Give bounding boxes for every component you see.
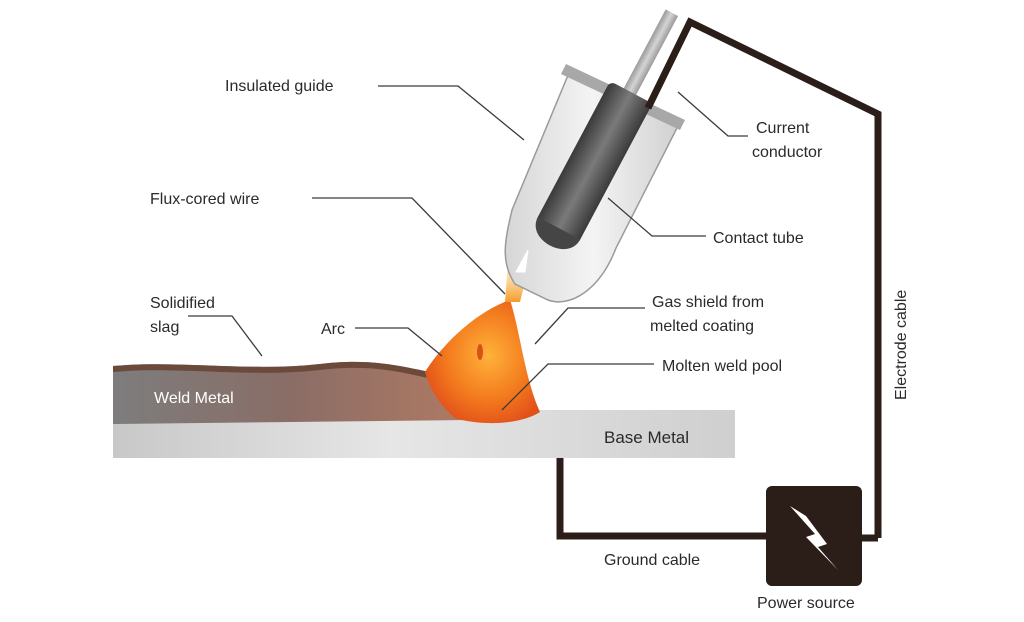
label-solidified-slag-line2: slag (150, 319, 179, 336)
leader-gas-shield (534, 307, 645, 345)
label-molten-weld-pool: Molten weld pool (662, 358, 782, 375)
label-power-source: Power source (757, 595, 855, 612)
weld-metal-bead (113, 361, 470, 424)
label-arc: Arc (321, 321, 345, 338)
label-gas-shield-line1: Gas shield from (652, 294, 764, 311)
label-solidified-slag-line1: Solidified (150, 295, 215, 312)
electrode-cable (644, 17, 882, 538)
power-source-box (766, 486, 862, 586)
arc-spark (477, 344, 483, 360)
label-gas-shield-line2: melted coating (650, 318, 754, 335)
leader-insulated-guide (378, 85, 525, 141)
label-contact-tube: Contact tube (713, 230, 804, 247)
wire-tip-arrow (515, 249, 529, 273)
label-current-conductor-line1: Current (756, 120, 810, 137)
leader-flux-cored-wire (312, 197, 506, 295)
lightning-bolt-icon (790, 506, 838, 570)
leader-solidified-slag (188, 315, 263, 357)
leader-contact-tube (607, 197, 706, 237)
leader-arc (355, 327, 443, 357)
solidified-slag-layer (113, 361, 430, 378)
label-electrode-cable: Electrode cable (893, 290, 910, 400)
label-weld-metal: Weld Metal (154, 390, 234, 407)
contact-tube (535, 83, 651, 250)
label-ground-cable: Ground cable (604, 552, 700, 569)
leader-molten-weld-pool (501, 363, 654, 411)
label-flux-cored-wire: Flux-cored wire (150, 191, 259, 208)
leader-current-conductor (677, 91, 748, 137)
label-insulated-guide: Insulated guide (225, 78, 334, 95)
molten-weld-pool (425, 300, 540, 424)
ground-cable (556, 458, 768, 540)
label-base-metal: Base Metal (604, 428, 689, 447)
label-current-conductor-line2: conductor (752, 144, 823, 161)
